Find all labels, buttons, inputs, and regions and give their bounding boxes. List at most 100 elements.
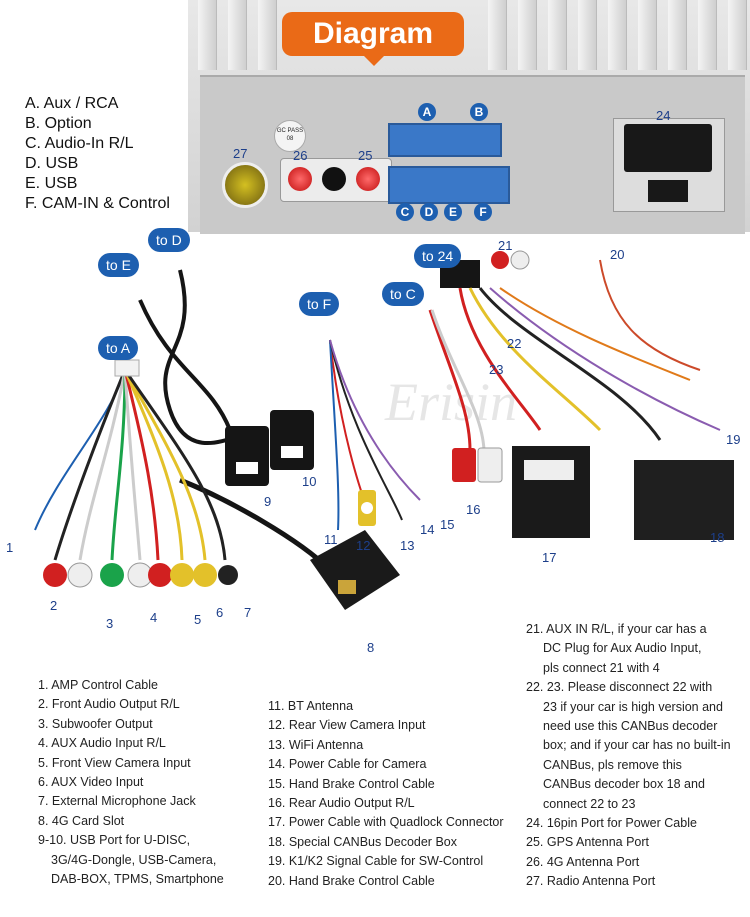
watermark-text: Erisin bbox=[384, 372, 517, 432]
cable-number-21: 21 bbox=[498, 238, 513, 253]
port-number-25: 25 bbox=[358, 148, 373, 163]
port-connector-cdef bbox=[388, 166, 510, 204]
cable-illustration: Erisin bbox=[34, 250, 734, 610]
cable-number-15: 15 bbox=[440, 517, 455, 532]
port-label-e: E bbox=[444, 203, 462, 221]
cable-number-9: 9 bbox=[264, 494, 272, 509]
port-number-27: 27 bbox=[233, 146, 248, 161]
cable-number-8: 8 bbox=[367, 640, 375, 655]
list-item: 25. GPS Antenna Port bbox=[526, 835, 649, 850]
list-item: 15. Hand Brake Control Cable bbox=[268, 776, 435, 791]
cable-number-17: 17 bbox=[542, 550, 557, 565]
list-item: 14. Power Cable for Camera bbox=[268, 757, 427, 772]
list-item: 9-10. USB Port for U-DISC, bbox=[38, 833, 191, 848]
4g-antenna-port bbox=[288, 167, 312, 191]
badge-to-e: to E bbox=[98, 253, 139, 277]
list-item: 19. K1/K2 Signal Cable for SW-Control bbox=[268, 854, 484, 869]
port-label-f: F bbox=[474, 203, 492, 221]
usb-connector-9 bbox=[225, 426, 269, 486]
list-item: 24. 16pin Port for Power Cable bbox=[526, 816, 697, 831]
list-item: 16. Rear Audio Output R/L bbox=[268, 796, 415, 811]
list-item: 5. Front View Camera Input bbox=[38, 755, 191, 770]
cable-number-19: 19 bbox=[726, 432, 741, 447]
fuse-slot bbox=[648, 180, 688, 202]
list-item: pls connect 21 with 4 bbox=[543, 660, 660, 675]
port-label-b: B bbox=[470, 103, 488, 121]
list-item: 3. Subwoofer Output bbox=[38, 716, 153, 731]
4g-card-slot bbox=[310, 530, 400, 610]
legend-item-b: B. Option bbox=[25, 115, 92, 132]
cooling-fin bbox=[608, 0, 627, 70]
description-list-right: 21. AUX IN R/L, if your car has a DC Plu… bbox=[526, 620, 746, 892]
legend-item-e: E. USB bbox=[25, 175, 78, 192]
port-label-a: A bbox=[418, 103, 436, 121]
cable-number-14: 14 bbox=[420, 522, 435, 537]
canbus-decoder-box bbox=[634, 460, 734, 540]
blank-port bbox=[322, 167, 346, 191]
cooling-fin bbox=[638, 0, 657, 70]
cable-number-1: 1 bbox=[6, 540, 14, 555]
title-pointer bbox=[362, 54, 386, 66]
description-list-left: 1. AMP Control Cable 2. Front Audio Outp… bbox=[38, 676, 268, 889]
cooling-fin bbox=[488, 0, 507, 70]
legend-item-a: A. Aux / RCA bbox=[25, 95, 119, 112]
list-item: DC Plug for Aux Audio Input, bbox=[543, 641, 702, 656]
list-item: 4. AUX Audio Input R/L bbox=[38, 736, 166, 751]
list-item: 17. Power Cable with Quadlock Connector bbox=[268, 815, 504, 830]
cable-number-4: 4 bbox=[150, 610, 158, 625]
list-item: CANBus, pls remove this bbox=[543, 757, 682, 772]
list-item: 7. External Microphone Jack bbox=[38, 794, 196, 809]
port-number-24: 24 bbox=[656, 108, 671, 123]
list-item: 13. WiFi Antenna bbox=[268, 737, 364, 752]
cooling-fin bbox=[728, 0, 747, 70]
16pin-power-port bbox=[624, 124, 712, 172]
usb-connector-10 bbox=[270, 410, 314, 470]
cooling-fin bbox=[698, 0, 717, 70]
cooling-fin bbox=[668, 0, 687, 70]
cooling-fin bbox=[518, 0, 537, 70]
list-item: 11. BT Antenna bbox=[268, 699, 354, 713]
cable-number-23: 23 bbox=[489, 362, 504, 377]
cable-number-10: 10 bbox=[302, 474, 317, 489]
cable-number-22: 22 bbox=[507, 336, 522, 351]
cooling-fin bbox=[228, 0, 247, 70]
list-item: DAB-BOX, TPMS, Smartphone bbox=[51, 872, 224, 887]
legend-item-d: D. USB bbox=[25, 155, 79, 172]
cooling-fin bbox=[548, 0, 567, 70]
cable-number-16: 16 bbox=[466, 502, 481, 517]
list-item: 22. 23. Please disconnect 22 with bbox=[526, 680, 713, 695]
cooling-fin bbox=[578, 0, 597, 70]
cooling-fin bbox=[198, 0, 217, 70]
badge-to-c: to C bbox=[382, 282, 424, 306]
cable-number-12: 12 bbox=[356, 538, 371, 553]
list-item: 12. Rear View Camera Input bbox=[268, 718, 426, 733]
badge-to-d: to D bbox=[148, 228, 190, 252]
list-item: 18. Special CANBus Decoder Box bbox=[268, 834, 457, 849]
badge-to-f: to F bbox=[299, 292, 340, 316]
legend-item-f: F. CAM-IN & Control bbox=[25, 195, 170, 212]
list-item: 3G/4G-Dongle, USB-Camera, bbox=[51, 852, 217, 867]
list-item: 21. AUX IN R/L, if your car has a bbox=[526, 622, 707, 636]
list-item: 2. Front Audio Output R/L bbox=[38, 697, 180, 712]
list-item: connect 22 to 23 bbox=[543, 796, 636, 811]
list-item: CANBus decoder box 18 and bbox=[543, 777, 705, 792]
list-item: 27. Radio Antenna Port bbox=[526, 874, 656, 889]
list-item: 20. Hand Brake Control Cable bbox=[268, 873, 435, 888]
cooling-fin bbox=[258, 0, 277, 70]
list-item: box; and if your car has no built-in bbox=[543, 738, 731, 753]
cable-number-6: 6 bbox=[216, 605, 224, 620]
port-label-c: C bbox=[396, 203, 414, 221]
list-item: 26. 4G Antenna Port bbox=[526, 854, 640, 869]
badge-to-24: to 24 bbox=[414, 244, 462, 268]
description-list-middle: 11. BT Antenna 12. Rear View Camera Inpu… bbox=[268, 697, 518, 891]
port-number-26: 26 bbox=[293, 148, 308, 163]
cable-number-3: 3 bbox=[106, 616, 114, 631]
port-label-d: D bbox=[420, 203, 438, 221]
cable-number-7: 7 bbox=[244, 605, 252, 620]
cable-number-11: 11 bbox=[324, 532, 338, 547]
list-item: need use this CANBus decoder bbox=[543, 719, 718, 734]
list-item: 8. 4G Card Slot bbox=[38, 813, 125, 828]
legend-item-c: C. Audio-In R/L bbox=[25, 135, 134, 152]
quadlock-connector bbox=[512, 446, 590, 538]
list-item: 23 if your car is high version and bbox=[543, 699, 723, 714]
